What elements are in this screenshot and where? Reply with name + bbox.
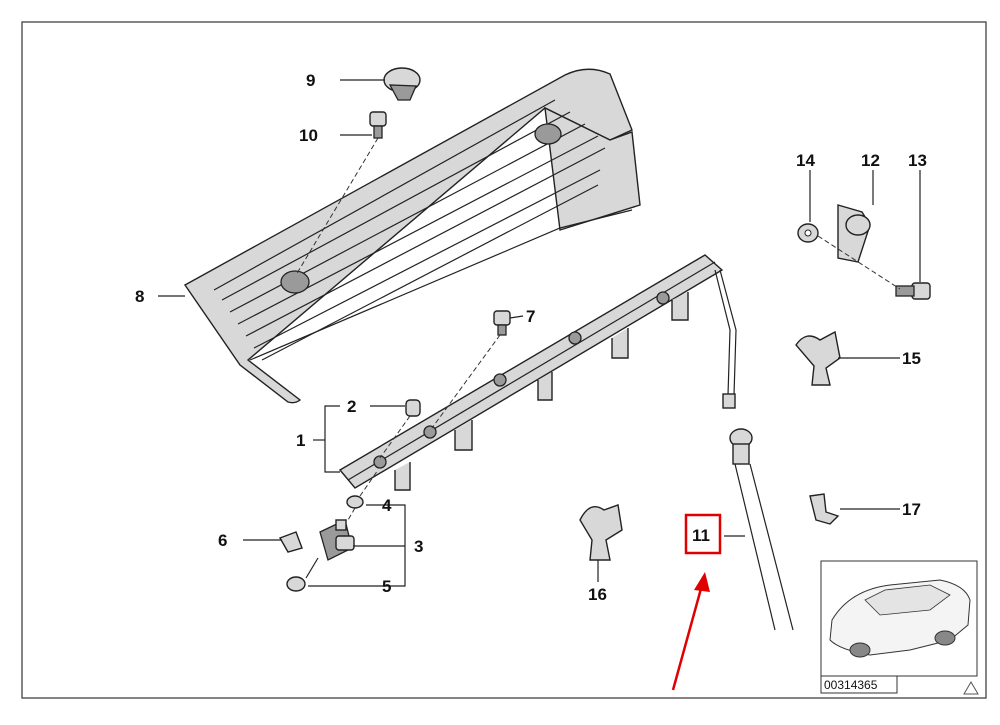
label-5: 5 [382,577,391,596]
label-14: 14 [796,151,815,170]
reference-box [820,675,898,694]
label-12: 12 [861,151,880,170]
clip-part-16 [579,504,623,561]
bolt-part-13 [895,282,931,300]
label-16: 16 [588,585,607,604]
car-sedan-icon [829,579,971,658]
fuel-rail-part-1 [338,254,724,491]
warning-triangle-icon [963,681,979,695]
label-1: 1 [296,431,305,450]
red-arrow-icon [671,572,710,691]
hose-part-11 [714,269,794,631]
reference-number: 00314365 [824,678,878,692]
clip-part-15 [795,330,841,386]
highlight-box [684,513,722,555]
o-ring-part-4 [346,495,364,509]
cap-part-2 [405,399,421,417]
clip-part-17 [809,493,840,525]
clip-part-9 [383,67,421,101]
screw-part-10 [369,111,387,139]
nut-part-14 [797,223,819,243]
label-10: 10 [299,126,318,145]
label-2: 2 [347,397,356,416]
injector-part-3 [305,519,355,579]
leader-lines [158,79,921,587]
label-7: 7 [526,307,535,326]
car-inset [820,560,978,677]
label-13: 13 [908,151,927,170]
label-17: 17 [902,500,921,519]
label-4: 4 [382,496,392,515]
o-ring-part-5 [286,576,306,592]
engine-cover-part-8 [183,68,641,404]
label-9: 9 [306,71,315,90]
bracket-part-12 [837,204,871,263]
label-8: 8 [135,287,144,306]
diagram-frame [21,21,987,699]
label-3: 3 [414,537,423,556]
label-11: 11 [692,526,710,545]
label-6: 6 [218,531,227,550]
clip-part-6 [278,531,303,553]
bolt-part-7 [493,310,511,336]
label-15: 15 [902,349,921,368]
